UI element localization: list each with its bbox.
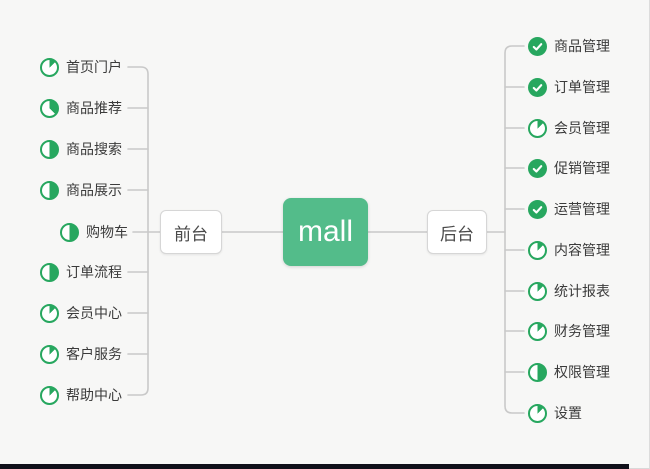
bottom-dark-bar xyxy=(0,464,629,469)
check-icon xyxy=(528,199,547,219)
mindmap-item[interactable]: 商品展示 xyxy=(40,180,122,200)
mindmap-item-label: 购物车 xyxy=(86,224,128,240)
progress-pie-icon xyxy=(528,281,547,301)
mindmap-item[interactable]: 帮助中心 xyxy=(40,385,122,405)
progress-pie-icon xyxy=(40,303,59,323)
mindmap-item-label: 帮助中心 xyxy=(66,387,122,403)
mindmap-item-label: 会员管理 xyxy=(554,120,610,136)
mindmap-item[interactable]: 客户服务 xyxy=(40,344,122,364)
mindmap-item[interactable]: 内容管理 xyxy=(528,240,610,260)
check-icon xyxy=(528,158,547,178)
mindmap-item[interactable]: 商品搜索 xyxy=(40,139,122,159)
mindmap-item-label: 客户服务 xyxy=(66,346,122,362)
check-icon xyxy=(528,77,547,97)
mindmap-item[interactable]: 统计报表 xyxy=(528,281,610,301)
mindmap-item[interactable]: 商品管理 xyxy=(528,36,610,56)
mindmap-item-label: 商品展示 xyxy=(66,182,122,198)
progress-pie-icon xyxy=(40,57,59,77)
mindmap-item[interactable]: 商品推荐 xyxy=(40,98,122,118)
progress-pie-icon xyxy=(40,262,59,282)
branch-label-backend: 后台 xyxy=(440,224,474,244)
mindmap-item[interactable]: 购物车 xyxy=(60,222,128,242)
mindmap-item[interactable]: 运营管理 xyxy=(528,199,610,219)
mindmap-item-label: 统计报表 xyxy=(554,283,610,299)
mindmap-item-label: 订单管理 xyxy=(554,79,610,95)
mindmap-item[interactable]: 会员管理 xyxy=(528,118,610,138)
mindmap-item-label: 会员中心 xyxy=(66,305,122,321)
progress-pie-icon xyxy=(60,222,79,242)
mindmap-item-label: 运营管理 xyxy=(554,201,610,217)
mindmap-item-label: 商品管理 xyxy=(554,38,610,54)
mindmap-item-label: 权限管理 xyxy=(554,364,610,380)
root-node-mall[interactable]: mall xyxy=(283,198,368,266)
progress-pie-icon xyxy=(528,321,547,341)
mindmap-item-label: 设置 xyxy=(554,405,582,421)
mindmap-item[interactable]: 财务管理 xyxy=(528,321,610,341)
mindmap-item[interactable]: 设置 xyxy=(528,403,582,423)
mindmap-item-label: 订单流程 xyxy=(66,264,122,280)
progress-pie-icon xyxy=(40,385,59,405)
progress-pie-icon xyxy=(528,403,547,423)
mindmap-item-label: 商品推荐 xyxy=(66,100,122,116)
progress-pie-icon xyxy=(40,180,59,200)
progress-pie-icon xyxy=(40,98,59,118)
mindmap-item-label: 首页门户 xyxy=(66,59,122,75)
progress-pie-icon xyxy=(40,344,59,364)
mindmap-item-label: 内容管理 xyxy=(554,242,610,258)
mindmap-item[interactable]: 促销管理 xyxy=(528,158,610,178)
check-icon xyxy=(528,36,547,56)
mindmap-item[interactable]: 订单流程 xyxy=(40,262,122,282)
mindmap-item-label: 财务管理 xyxy=(554,323,610,339)
mindmap-item[interactable]: 首页门户 xyxy=(40,57,122,77)
mindmap-item[interactable]: 权限管理 xyxy=(528,362,610,382)
mindmap-item[interactable]: 订单管理 xyxy=(528,77,610,97)
branch-label-frontend: 前台 xyxy=(174,224,208,244)
root-label: mall xyxy=(297,215,353,248)
progress-pie-icon xyxy=(528,118,547,138)
mindmap-item[interactable]: 会员中心 xyxy=(40,303,122,323)
progress-pie-icon xyxy=(528,362,547,382)
branch-node-frontend[interactable]: 前台 xyxy=(160,210,222,254)
progress-pie-icon xyxy=(528,240,547,260)
mindmap-item-label: 商品搜索 xyxy=(66,141,122,157)
progress-pie-icon xyxy=(40,139,59,159)
mindmap-item-label: 促销管理 xyxy=(554,160,610,176)
branch-node-backend[interactable]: 后台 xyxy=(427,210,487,254)
